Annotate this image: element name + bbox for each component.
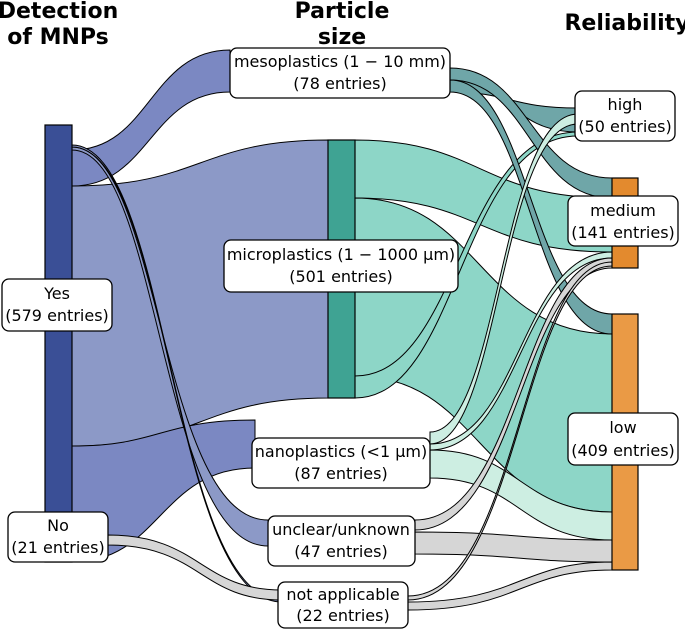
header-detection-line2: of MNPs [7, 25, 108, 50]
node-labels: Yes (579 entries) No (21 entries) mesopl… [1, 47, 679, 629]
label-low: low (409 entries) [567, 412, 679, 466]
label-high-name: high [608, 95, 643, 114]
header-size-line2: size [318, 25, 366, 50]
label-not-applicable: not applicable (22 entries) [277, 581, 409, 629]
label-na-entries: (22 entries) [296, 606, 389, 625]
label-no-name: No [47, 516, 69, 535]
link-no-not-applicable [107, 534, 283, 601]
label-no-entries: (21 entries) [11, 538, 104, 557]
label-medium: medium (141 entries) [567, 195, 679, 247]
label-low-name: low [609, 418, 636, 437]
label-medium-name: medium [590, 201, 656, 220]
label-microplastics: microplastics (1 − 1000 µm) (501 entries… [223, 239, 459, 293]
label-low-entries: (409 entries) [571, 441, 675, 460]
label-micro-entries: (501 entries) [289, 267, 393, 286]
column-headers: Detection of MNPs Particle size Reliabil… [0, 0, 685, 50]
node-bar-yes [44, 124, 73, 563]
label-mesoplastics: mesoplastics (1 − 10 mm) (78 entries) [229, 47, 451, 99]
header-reliability: Reliability [564, 11, 685, 36]
label-yes-entries: (579 entries) [5, 306, 109, 325]
header-size-line1: Particle [295, 0, 390, 24]
label-nanoplastics: nanoplastics (<1 µm) (87 entries) [251, 437, 431, 489]
label-nano-entries: (87 entries) [294, 464, 387, 483]
label-na-name: not applicable [286, 585, 399, 604]
label-high-entries: (50 entries) [578, 117, 671, 136]
label-yes: Yes (579 entries) [1, 278, 113, 332]
label-yes-name: Yes [43, 284, 70, 303]
label-meso-entries: (78 entries) [293, 74, 386, 93]
label-medium-entries: (141 entries) [571, 223, 675, 242]
label-no: No (21 entries) [7, 511, 109, 563]
label-unclear-entries: (47 entries) [294, 542, 387, 561]
label-unclear-name: unclear/unknown [272, 520, 410, 539]
header-detection-line1: Detection [0, 0, 118, 24]
label-meso-name: mesoplastics (1 − 10 mm) [234, 52, 446, 71]
label-nano-name: nanoplastics (<1 µm) [255, 442, 427, 461]
label-high: high (50 entries) [574, 90, 676, 142]
label-micro-name: microplastics (1 − 1000 µm) [227, 245, 455, 264]
label-unclear: unclear/unknown (47 entries) [267, 515, 416, 567]
